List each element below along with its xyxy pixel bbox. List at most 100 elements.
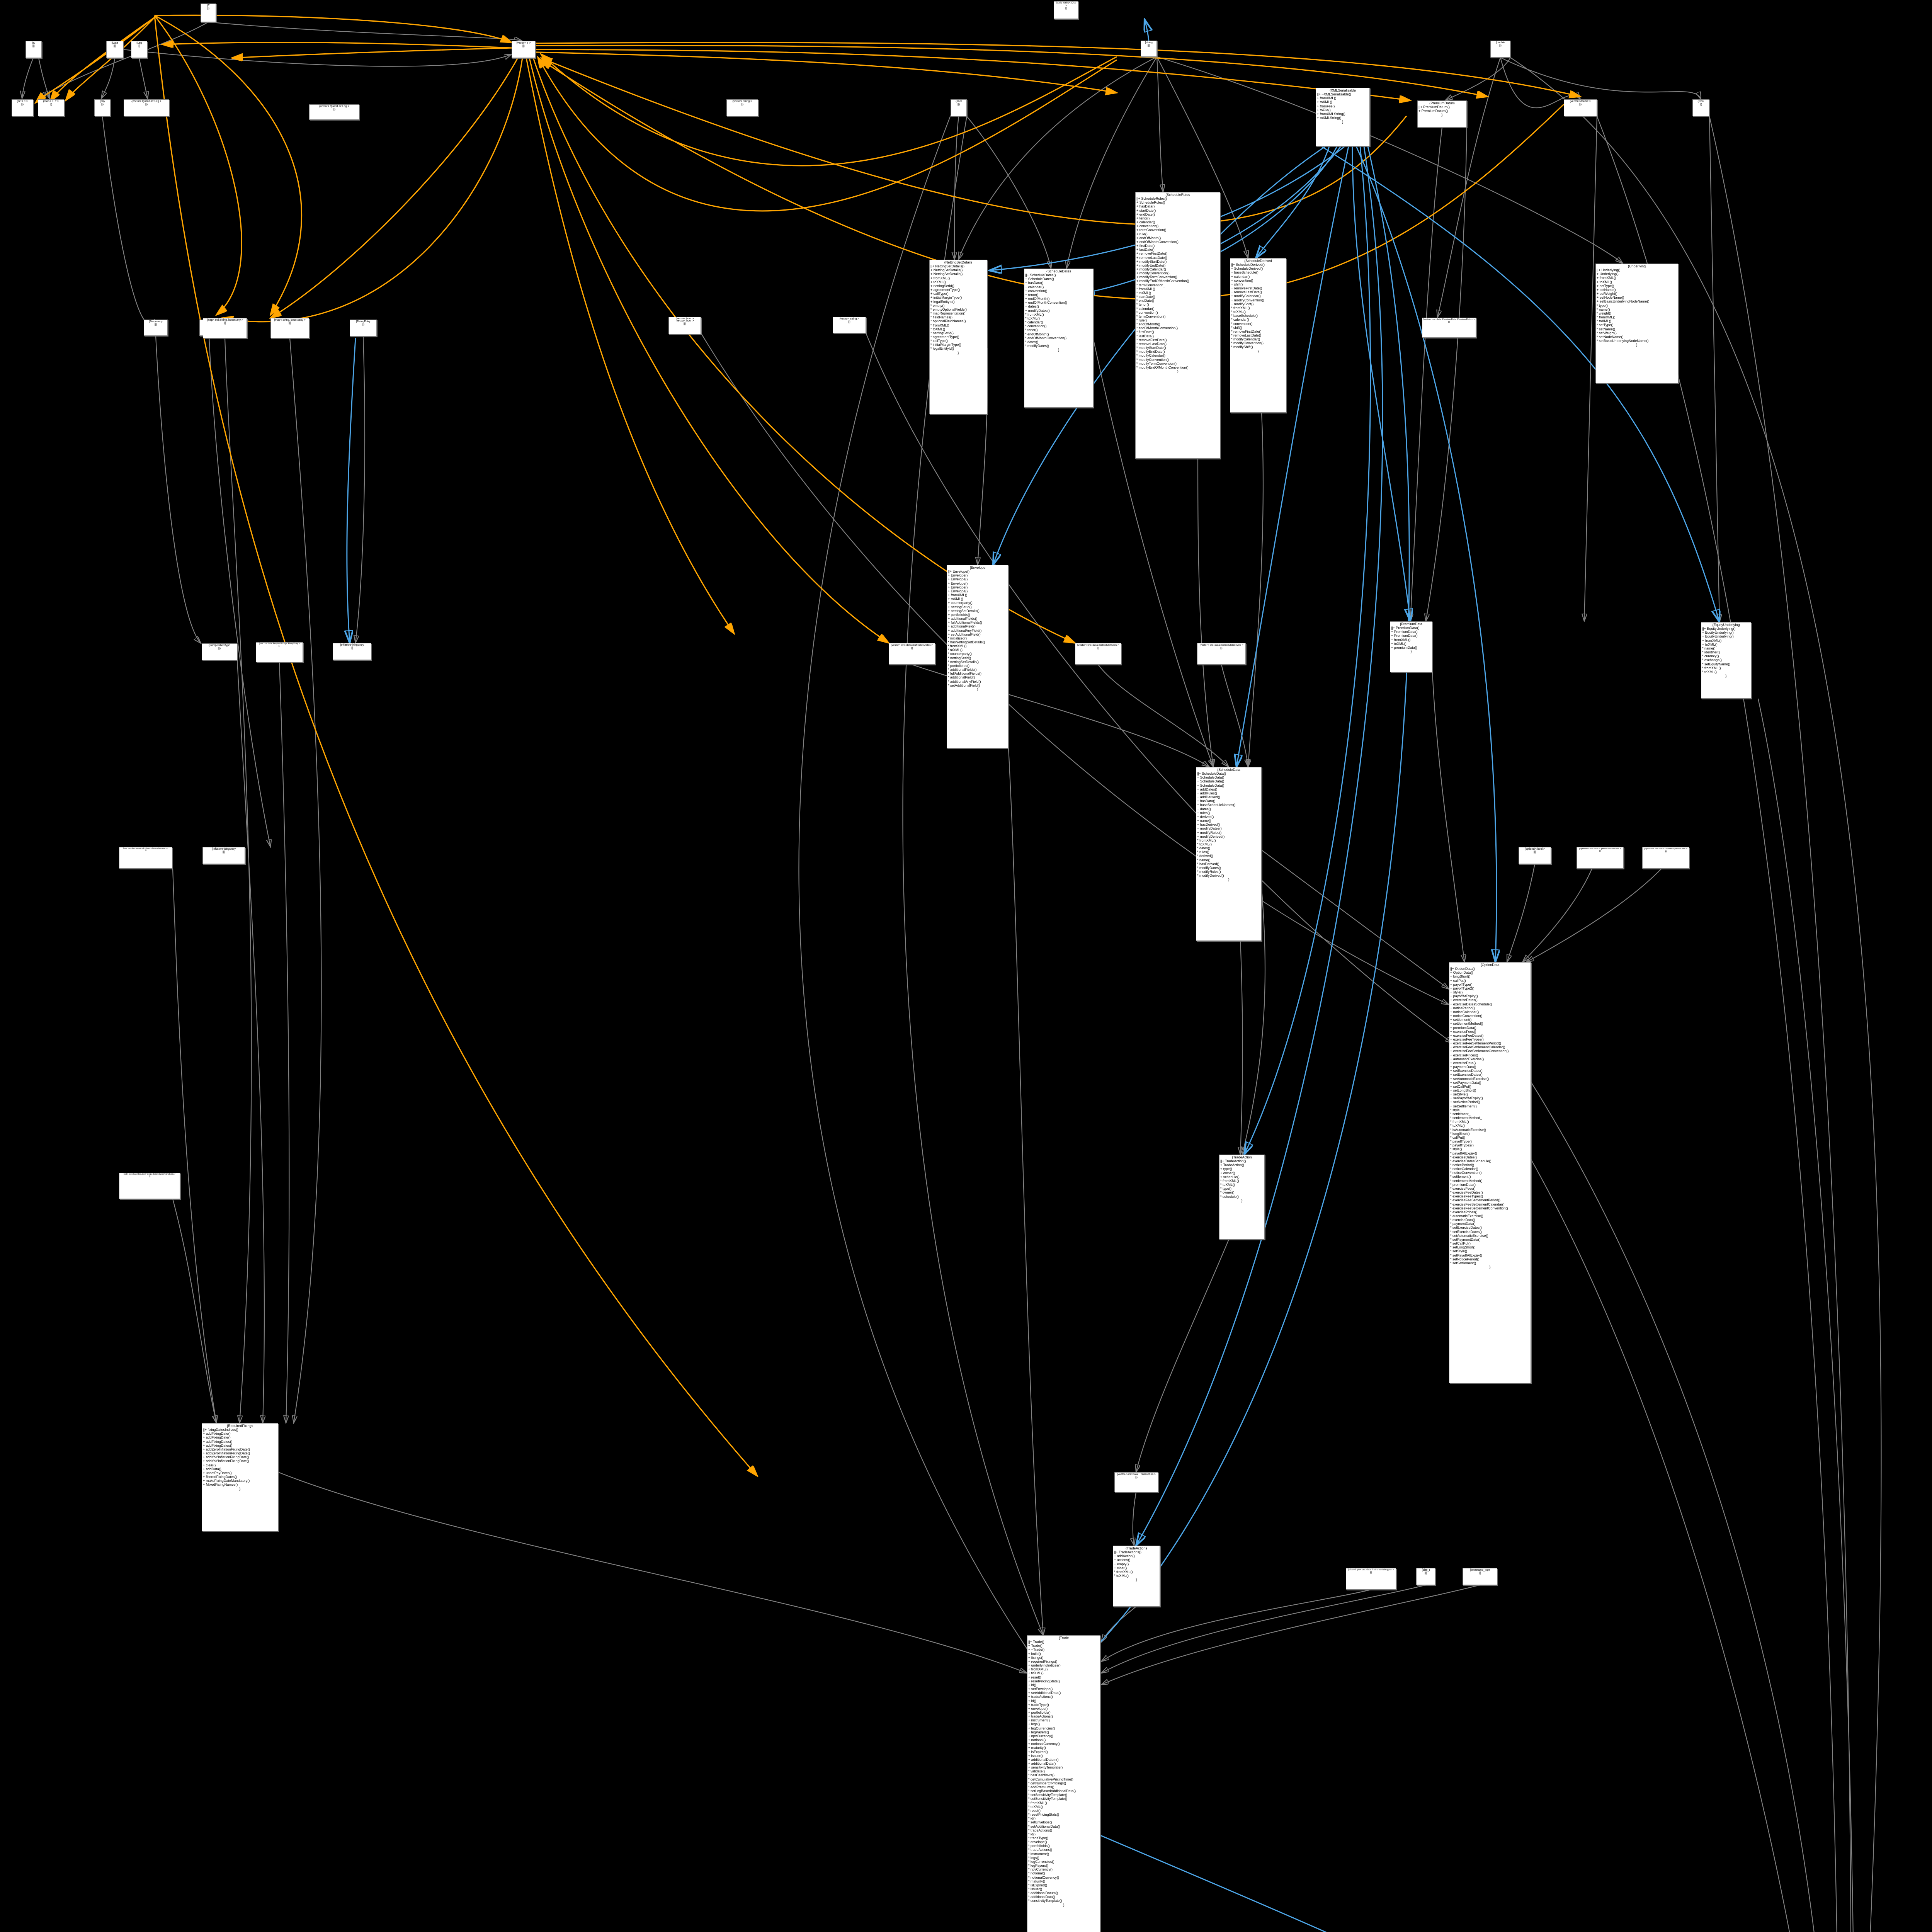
class-node-basic_string[interactable]: {basic_string< Char >||} bbox=[1054, 1, 1078, 19]
class-node-string[interactable]: {string||} bbox=[1141, 41, 1157, 57]
class-member: * nettingSetDetails() bbox=[948, 660, 979, 664]
class-node-K[interactable]: {K||} bbox=[26, 41, 42, 58]
class-node-vectorOreDataPremiumDatum[interactable]: {vector< ore::data::PremiumData::Premium… bbox=[1422, 318, 1476, 338]
class-node-vectorBool2[interactable]: {vector< bool >||} bbox=[668, 319, 701, 334]
class-node-NettingSetDetails[interactable]: {NettingSetDetails||+ NettingSetDetails(… bbox=[929, 260, 987, 414]
class-node-setOreDataRequiredFixingsInflationFixingEntry[interactable]: {set< ore::data::RequiredFixings::Inflat… bbox=[119, 847, 172, 869]
class-node-vectorString2[interactable]: {vector< string >||} bbox=[833, 317, 866, 333]
class-node-empty-members: ||} bbox=[1534, 850, 1536, 854]
class-node-ScheduleDerived[interactable]: {ScheduleDerived||+ ScheduleDerived()+ S… bbox=[1230, 258, 1286, 413]
class-node-optionalOreDataExerciseData[interactable]: {optional< ore::data::OptionExerciseData… bbox=[1577, 847, 1624, 869]
class-node-empty-members: ||} bbox=[1370, 1571, 1372, 1574]
class-node-PremiumData[interactable]: {PremiumData||+ PremiumData()+ PremiumDa… bbox=[1390, 621, 1432, 672]
class-member: + toXML() bbox=[948, 597, 963, 601]
class-node-close-brace: } bbox=[1136, 1578, 1137, 1582]
class-member: + OptionData() bbox=[1450, 971, 1473, 975]
class-node-setOreDataRequiredFixingsZeroInflationFixingEntry[interactable]: {set< ore::data::RequiredFixings::ZeroIn… bbox=[119, 1173, 180, 1199]
class-node-mapKT[interactable]: {map< K, T >||} bbox=[38, 99, 64, 116]
class-member: * endOfMonthConvention() bbox=[1136, 326, 1178, 330]
class-node-sizeT[interactable]: {size_t||} bbox=[1416, 1568, 1435, 1585]
class-member: + exercisePrices() bbox=[1450, 1053, 1478, 1057]
class-node-close-brace: } bbox=[1228, 878, 1230, 882]
class-node-timestampType[interactable]: {timestamp_type||} bbox=[1463, 1568, 1497, 1585]
class-node-Trade[interactable]: {Trade||+ Trade()+ Trade()+ ~Trade()+ bu… bbox=[1027, 1635, 1100, 1932]
class-node-Real[interactable]: {Real||} bbox=[1692, 99, 1709, 116]
class-node-XMLSerializable[interactable]: {XMLSerializable||+ ~XMLSerializable()+ … bbox=[1316, 88, 1370, 146]
class-member: + addFixingDate() bbox=[203, 1432, 231, 1436]
class-node-TradeAction[interactable]: {TradeAction||+ TradeAction()+ TradeActi… bbox=[1219, 1155, 1265, 1240]
class-node-InflationFixingEntry[interactable]: {InflationFixingEntry||} bbox=[333, 643, 371, 660]
class-node-InterpolationType[interactable]: {InterpolationType||} bbox=[202, 643, 237, 660]
class-node-TradeActions[interactable]: {TradeActions||+ TradeActions()+ addActi… bbox=[1113, 1546, 1160, 1607]
class-member: + toXML() bbox=[1597, 280, 1612, 284]
class-node-Underlying[interactable]: {Underlying||+ Underlying()+ Underlying(… bbox=[1595, 264, 1678, 383]
class-member: + exerciseFees() bbox=[1450, 1029, 1476, 1034]
class-node-vectorString[interactable]: {vector< string >||} bbox=[726, 99, 758, 116]
class-member: * endOfMonthConvention() bbox=[1025, 336, 1067, 340]
class-node-EquityUnderlying[interactable]: {EquityUnderlying||+ EquityUnderlying()+… bbox=[1701, 622, 1751, 699]
class-node-empty-members: ||} bbox=[207, 7, 209, 10]
class-node-Frequency[interactable]: {Frequency||} bbox=[144, 320, 168, 336]
class-node-RequiredFixings[interactable]: {RequiredFixings||+ fixingDatesIndices()… bbox=[202, 1423, 278, 1531]
class-node-vectorOreDataScheduleDerived[interactable]: {vector< ore::data::ScheduleDerived >||} bbox=[1197, 643, 1246, 665]
class-node-ScheduleDates[interactable]: {ScheduleDates||+ ScheduleDates()+ Sched… bbox=[1024, 269, 1094, 408]
class-member: * additionalFields() bbox=[948, 668, 977, 672]
class-member: + rules() bbox=[1197, 811, 1210, 815]
class-member: * isExpired() bbox=[1028, 1883, 1048, 1887]
class-node-setInflationFixingEntry[interactable]: {InflationFixingEntry||} bbox=[202, 847, 245, 864]
class-member: + empty() bbox=[1114, 1562, 1129, 1566]
class-node-vectorT[interactable]: {vector< T >||} bbox=[512, 41, 536, 58]
class-member: + makeFixingDateMandatory() bbox=[203, 1479, 250, 1483]
class-node-PremiumDatum[interactable]: {PremiumDatum||+ PremiumDatum()+ Premium… bbox=[1417, 100, 1467, 128]
class-node-optionalOreDataPaymentData[interactable]: {optional< ore::data::OptionPaymentData … bbox=[1642, 847, 1689, 869]
class-node-OptionData[interactable]: {OptionData||+ OptionData()+ OptionData(… bbox=[1449, 962, 1531, 1383]
class-node-empty-members: ||} bbox=[223, 850, 225, 854]
class-node-ScheduleData[interactable]: {ScheduleData||+ ScheduleData()+ Schedul… bbox=[1196, 767, 1262, 941]
class-node-setRequiredFixings[interactable]: {set< ore::data::RequiredFixings::Fixing… bbox=[256, 642, 303, 662]
class-node-vectorOreDataScheduleDates[interactable]: {vector< ore::data::ScheduleDates >||} bbox=[889, 643, 935, 665]
class-node-vectorOreDataTradeAction[interactable]: {vector< ore::data::TradeAction >||} bbox=[1114, 1472, 1158, 1492]
class-member: + setType() bbox=[1597, 284, 1614, 288]
class-member: * removeLastDate() bbox=[1136, 342, 1167, 346]
class-member: * modifyDates() bbox=[1197, 866, 1221, 870]
class-member: * initialMarginType() bbox=[930, 343, 961, 347]
class-member: + notional() bbox=[1028, 1738, 1046, 1742]
class-member: * fieldNames() bbox=[930, 315, 953, 320]
class-member: * fromXML() bbox=[1450, 1120, 1469, 1124]
class-node-title: {vector< QuantLib::Leg > bbox=[319, 105, 349, 108]
class-member: + dates() bbox=[1197, 807, 1211, 811]
class-node-mapStringAny[interactable]: {map< string, boost::any >||} bbox=[270, 318, 309, 338]
class-member: + unsetPayDates() bbox=[203, 1471, 232, 1475]
class-node-vectorQL[interactable]: {vector< QuantLib::Leg >||} bbox=[309, 104, 359, 120]
class-node-vectorLeg[interactable]: {vector< QuantLib::Leg >||} bbox=[124, 99, 169, 116]
class-node-sharedPtrOreDataInstrumentWrapper[interactable]: {shared_ptr< ore::data::InstrumentWrappe… bbox=[1346, 1568, 1396, 1590]
class-node-optionalBool[interactable]: {optional< bool >||} bbox=[1519, 847, 1551, 864]
class-member: * convention() bbox=[1231, 321, 1253, 326]
class-node-vectorDouble[interactable]: {vector< double >||} bbox=[1564, 99, 1597, 116]
class-node-setK[interactable]: {set< K >||} bbox=[12, 99, 33, 116]
class-member: * nettingSetId() bbox=[948, 656, 971, 660]
class-node-Date[interactable]: {Date||} bbox=[106, 41, 123, 58]
class-member: * portfolioIds() bbox=[1028, 1844, 1050, 1848]
class-node-empty-members: ||} bbox=[1425, 1571, 1427, 1575]
class-node-ScheduleRules[interactable]: {ScheduleRules||+ ScheduleRules()+ Sched… bbox=[1135, 192, 1220, 459]
class-node-T[interactable]: {T||} bbox=[201, 3, 216, 22]
class-member: + settlement() bbox=[1450, 1018, 1472, 1022]
class-node-vectorOreDataScheduleRules[interactable]: {vector< ore::data::ScheduleRules >||} bbox=[1075, 643, 1121, 665]
class-member: * additionalField() bbox=[948, 675, 975, 680]
class-node-any[interactable]: {any||} bbox=[94, 99, 111, 116]
class-node-Envelope[interactable]: {Envelope||+ Envelope()+ Envelope()+ Env… bbox=[947, 565, 1009, 748]
class-member: + exerciseFeeDates() bbox=[1450, 1033, 1484, 1037]
class-member: * modifyCalendar() bbox=[1231, 337, 1260, 342]
class-member: + agreementType() bbox=[930, 288, 960, 292]
class-member: + setEnvelope() bbox=[1028, 1687, 1053, 1691]
class-member: + callPut() bbox=[1450, 978, 1466, 983]
class-member: + endOfMonth() bbox=[1025, 297, 1050, 301]
class-node-doubleNode[interactable]: {double||} bbox=[1490, 41, 1510, 58]
class-node-FixingEntry[interactable]: {FixingEntry||} bbox=[350, 320, 377, 337]
class-node-mapStdStringAny[interactable]: {map< std::string, boost::any >||} bbox=[203, 318, 247, 338]
class-member: + exerciseFeeSettlementConvention() bbox=[1450, 1049, 1509, 1053]
class-node-Leg[interactable]: {Leg||} bbox=[131, 41, 147, 58]
class-node-boolNode[interactable]: {bool||} bbox=[951, 99, 967, 116]
class-member: ||+ NettingSetDetails() bbox=[930, 264, 964, 269]
